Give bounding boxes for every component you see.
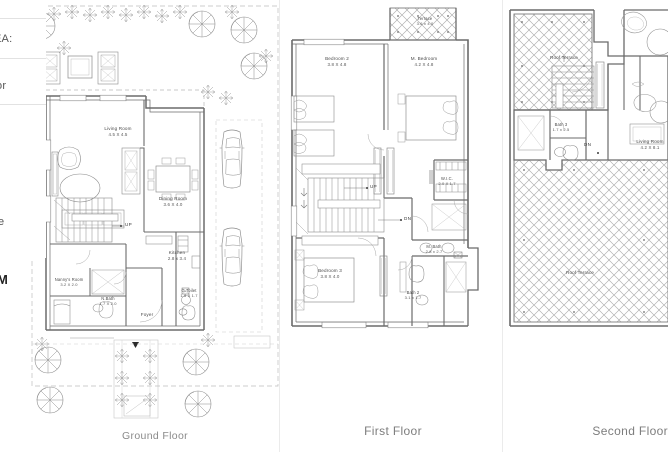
stair-marker-dn-dot [400, 219, 403, 222]
stair-marker-up: UP [370, 184, 377, 189]
second-floor-drawing [504, 0, 668, 425]
column-divider-1 [279, 0, 280, 452]
second-floor-plan: Roof Terrace Bath 3 1.7 x 2.5 Living Roo… [504, 0, 668, 452]
left-info-panel: EA: or e [0, 0, 46, 258]
panel-text-floor: or [0, 80, 7, 92]
stair-marker-up-dot [366, 187, 369, 190]
panel-text-m: M [0, 272, 9, 287]
column-divider-2 [502, 0, 503, 452]
ground-floor-caption: Ground Floor [121, 430, 189, 442]
first-floor-caption: First Floor [364, 424, 422, 438]
second-floor-caption: Second Floor [592, 424, 668, 438]
stair-marker-dn-dot [597, 152, 600, 155]
stair-marker-up-dot [120, 225, 123, 228]
first-floor-plan: Terrace 3.6 x 4.0 Bedroom 2 3.8 X 4.8 M.… [282, 0, 504, 452]
stair-marker-up: UP [125, 222, 132, 227]
ground-floor-drawing [26, 0, 284, 425]
stair-marker-dn: DN [404, 216, 412, 221]
panel-text-fragment: e [0, 216, 5, 228]
panel-text-area: EA: [0, 33, 13, 45]
ground-floor-plan: Living Room 4.5 X 4.5 Dining Room 3.6 X … [26, 0, 284, 452]
stair-marker-dn: DN [584, 142, 592, 147]
first-floor-drawing [282, 0, 504, 425]
